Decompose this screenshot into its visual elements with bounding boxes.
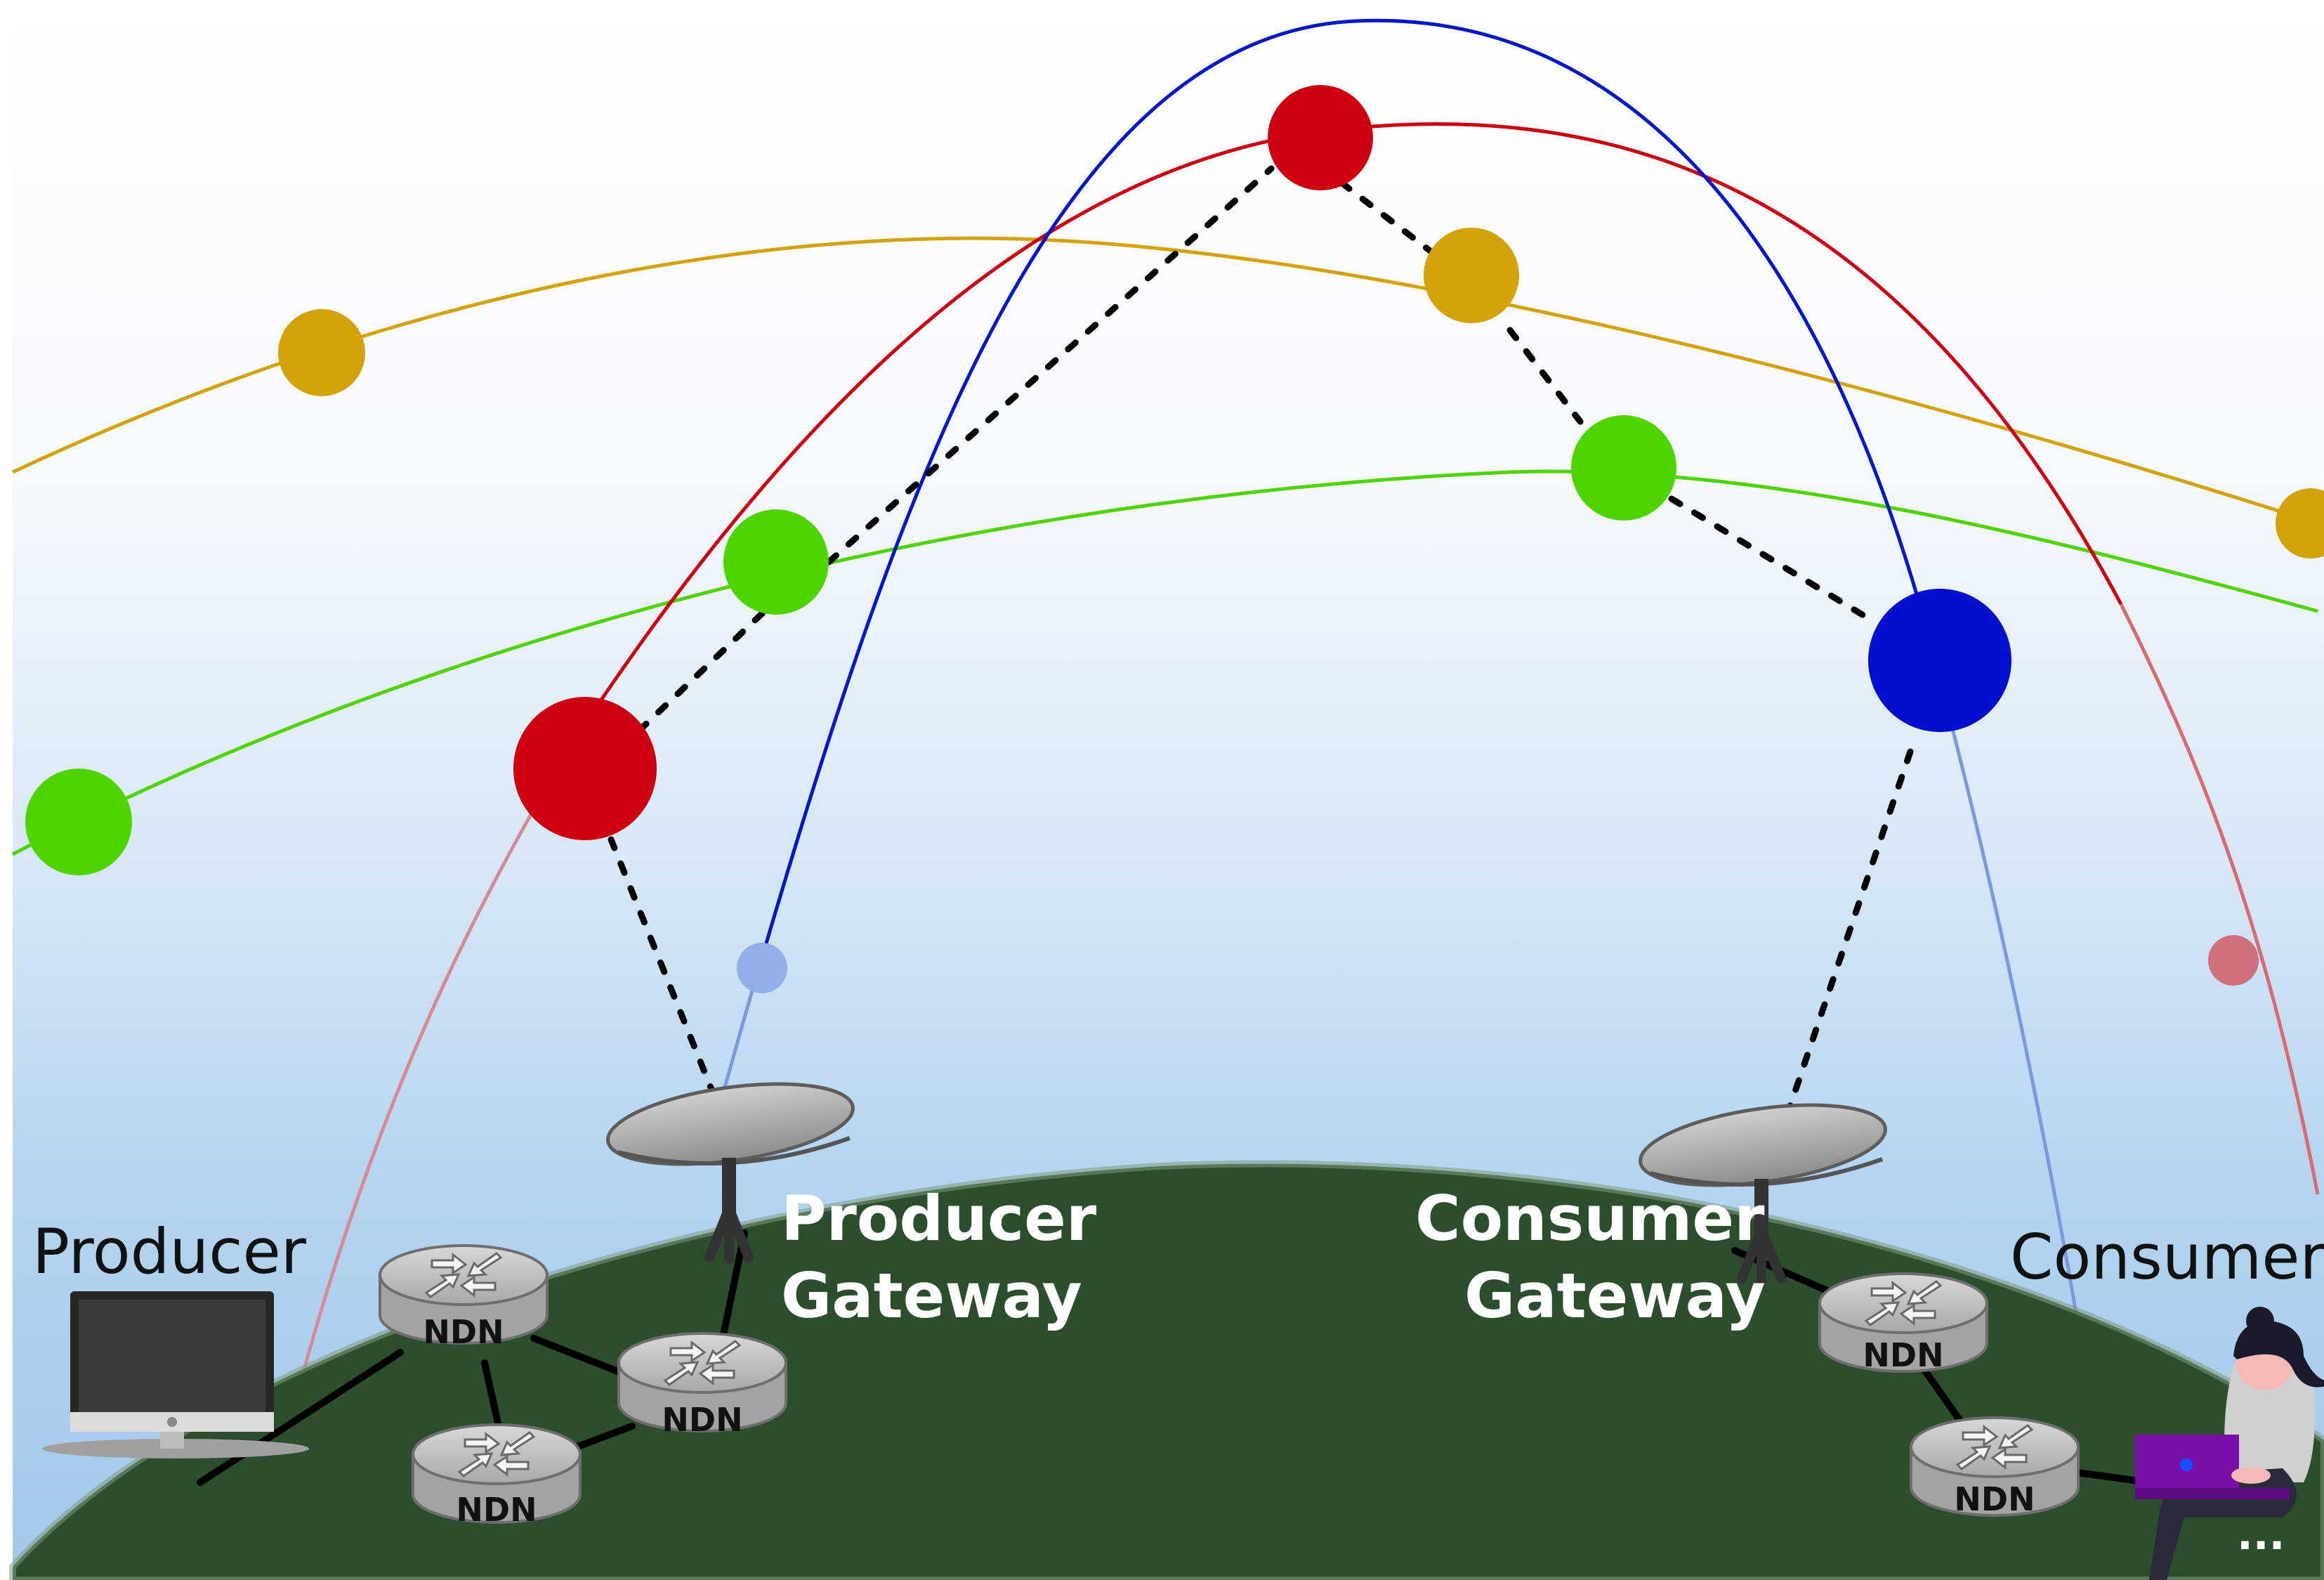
- router-icon: NDN: [412, 1423, 582, 1529]
- producer-computer: [42, 1291, 309, 1458]
- orbit-blue-lower-right: [1936, 674, 2092, 1392]
- satellite-gold-left: [278, 309, 365, 396]
- orbit-gold: [11, 236, 2318, 525]
- router-label: NDN: [1954, 1480, 2035, 1518]
- satellite-gold-center: [1424, 228, 1519, 323]
- producer-gateway-label-line1: Producer: [781, 1182, 1097, 1255]
- link-gold-to-green: [1506, 327, 1584, 425]
- orbit-green: [11, 469, 2318, 856]
- consumer-gateway-label-line1: Consumer: [1415, 1182, 1765, 1255]
- orbit-blue-upper: [756, 18, 1941, 970]
- link-green-to-blue: [1668, 495, 1872, 622]
- satellite-red-top: [1268, 85, 1373, 190]
- satellite-blue: [1868, 589, 2011, 732]
- satellite-green-right: [1571, 415, 1676, 521]
- router-label: NDN: [1863, 1336, 1943, 1374]
- satellite-blue-faded: [737, 943, 787, 993]
- satellite-green-left: [25, 769, 132, 875]
- satellites: [25, 85, 2324, 993]
- consumer-routers: NDN NDN: [1818, 1272, 2080, 1518]
- router-icon: NDN: [1910, 1416, 2080, 1518]
- router-icon: NDN: [617, 1332, 787, 1439]
- satellite-green-center: [723, 509, 829, 615]
- router-icon: NDN: [1818, 1272, 1988, 1374]
- orbit-red-lower: [2119, 603, 2320, 1195]
- link-red-top-to-gold: [1338, 179, 1436, 256]
- consumer-label: Consumer: [2010, 1221, 2324, 1293]
- satellite-red-faded: [2208, 935, 2259, 986]
- satellite-gold-right: [2276, 488, 2324, 559]
- ellipsis-label: ...: [2237, 1510, 2285, 1560]
- link-green-to-red-top: [825, 165, 1275, 566]
- producer-label: Producer: [32, 1215, 307, 1288]
- producer-gateway-label-line2: Gateway: [781, 1260, 1082, 1332]
- router-label: NDN: [662, 1401, 742, 1439]
- router-icon: NDN: [379, 1244, 549, 1351]
- link-blue-to-cons-gw: [1773, 748, 1914, 1149]
- router-label: NDN: [423, 1313, 504, 1351]
- producer-routers: NDN NDN NDN: [379, 1244, 787, 1529]
- person-with-laptop-icon: ...: [2135, 1307, 2324, 1580]
- satellite-red-left: [513, 697, 657, 840]
- monitor-icon: [42, 1291, 309, 1458]
- consumer-gateway-label-line2: Gateway: [1464, 1260, 1766, 1332]
- router-label: NDN: [456, 1491, 537, 1529]
- link-red-to-green-sat: [636, 587, 790, 734]
